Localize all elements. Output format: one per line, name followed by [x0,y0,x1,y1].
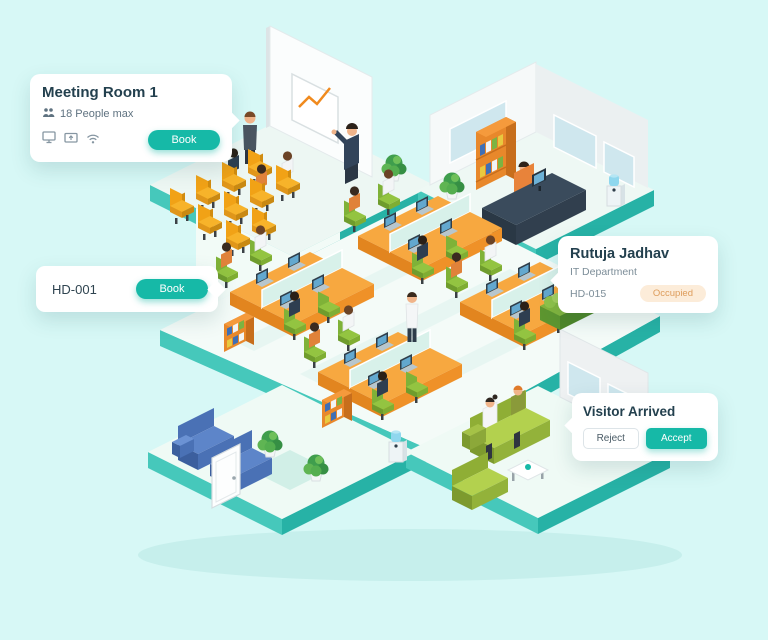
bookshelf [475,117,516,190]
people-icon [42,107,55,121]
desk-code-label: HD-001 [52,281,97,297]
ground-shadow [138,529,682,581]
meeting-room-area [170,72,407,256]
coffee-table [506,459,550,481]
employee-department: IT Department [570,266,637,278]
whiteboard [291,72,339,145]
presenter-person [331,123,359,184]
visitor-woman [482,394,498,432]
reject-visitor-button[interactable]: Reject [583,428,639,449]
capacity-label: 18 People max [60,108,134,120]
book-meeting-room-button[interactable]: Book [148,130,220,150]
desk-booking-card: HD-001 Book [36,266,226,312]
meeting-room-title: Meeting Room 1 [42,84,158,101]
screenshare-icon [64,131,78,149]
wall-panel-edge [266,26,270,128]
employee-name: Rutuja Jadhav [570,246,670,262]
entrance-door [211,443,241,509]
employee-info-card: Rutuja Jadhav IT Department HD-015 Occup… [550,236,718,313]
wifi-icon [86,131,100,149]
visitor-sofa [462,385,550,464]
display-icon [42,131,56,149]
visitor-arrival-card: Visitor Arrived Reject Accept [564,393,718,461]
meeting-room-card: Meeting Room 1 18 People max Book [30,74,240,162]
status-badge: Occupied [639,285,706,302]
window [553,113,597,170]
employee-desk-code: HD-015 [570,287,607,300]
accept-visitor-button[interactable]: Accept [645,428,707,449]
visitor-sofa-small [452,452,508,510]
visitor-area [388,385,550,510]
book-desk-button[interactable]: Book [136,279,208,299]
visitor-card-title: Visitor Arrived [583,404,676,419]
reception-area [439,117,626,245]
standing-employee [405,292,419,342]
lounge-area [172,408,329,509]
